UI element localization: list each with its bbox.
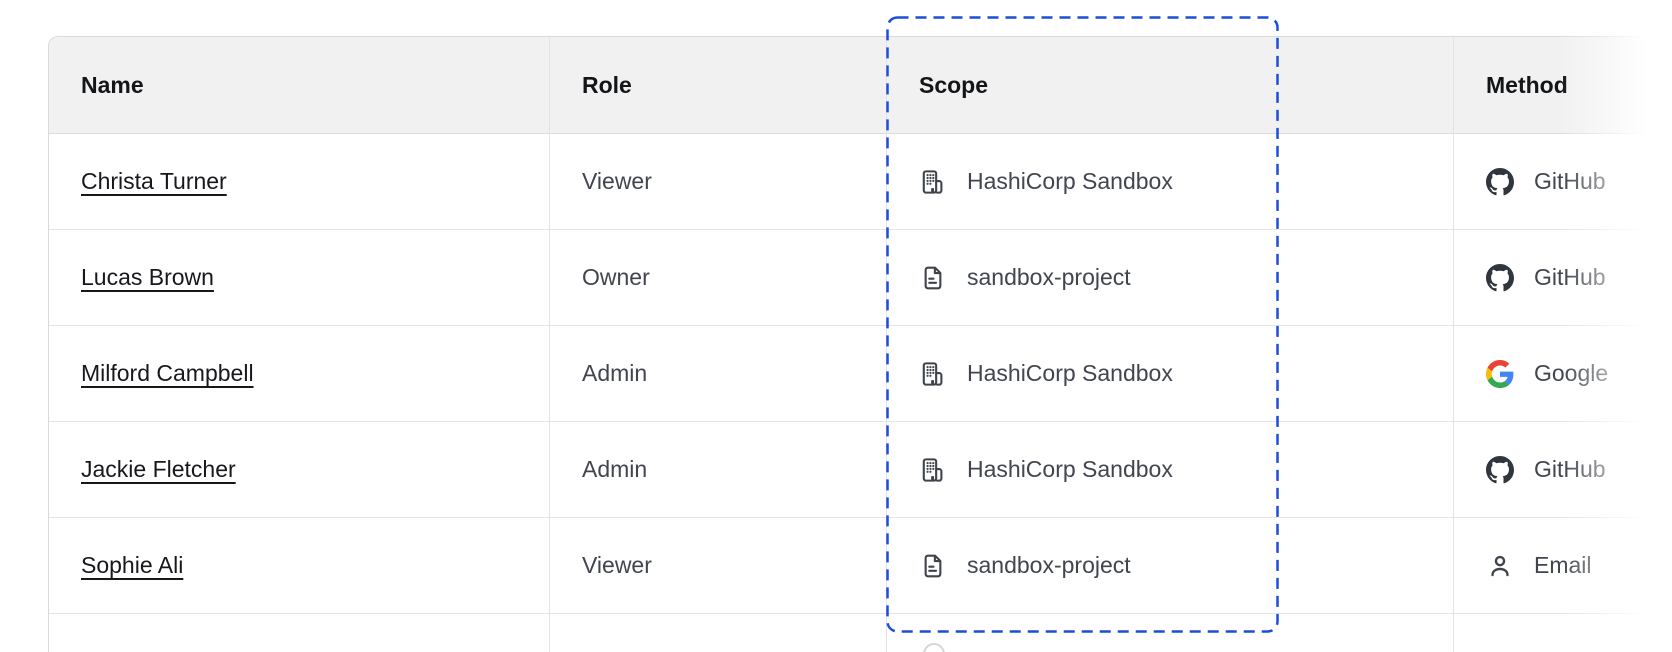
name-cell: Lucas Brown [49, 230, 550, 326]
name-cell: Jackie Fletcher [49, 422, 550, 518]
table-row: Jackie Fletcher Admin HashiCorp Sandbox [49, 422, 1672, 518]
role-cell: Admin [550, 422, 887, 518]
table-row: Milford Campbell Admin HashiCorp Sandbox [49, 326, 1672, 422]
member-name-link[interactable]: Milford Campbell [81, 360, 254, 386]
scope-cell: HashiCorp Sandbox [887, 134, 1454, 230]
scope-value: HashiCorp Sandbox [967, 456, 1173, 482]
org-icon [919, 360, 947, 388]
table-row: Christa Turner Viewer HashiCorp Sandbox [49, 134, 1672, 230]
method-value: Email [1534, 552, 1592, 578]
name-cell: Christa Turner [49, 134, 550, 230]
name-cell: Sophie Ali [49, 518, 550, 614]
column-header-scope-label: Scope [919, 71, 989, 98]
role-cell [550, 614, 887, 652]
scope-cell: HashiCorp Sandbox [887, 326, 1454, 422]
role-cell: Viewer [550, 518, 887, 614]
scope-value: sandbox-project [967, 552, 1131, 578]
method-cell: GitHub [1454, 230, 1672, 326]
name-cell: Milford Campbell [49, 326, 550, 422]
table-row: Sophie Ali Viewer sandbox-project Email [49, 518, 1672, 614]
member-name-link[interactable]: Jackie Fletcher [81, 456, 236, 482]
role-cell: Admin [550, 326, 887, 422]
scope-cell [887, 614, 1454, 652]
method-value: GitHub [1534, 264, 1606, 290]
role-value: Admin [582, 456, 648, 482]
method-cell: Google [1454, 326, 1672, 422]
table-row: Lucas Brown Owner sandbox-project GitHub [49, 230, 1672, 326]
method-cell: GitHub [1454, 422, 1672, 518]
role-cell: Viewer [550, 134, 887, 230]
role-cell: Owner [550, 230, 887, 326]
scope-cell: sandbox-project [887, 518, 1454, 614]
column-header-name: Name [49, 37, 550, 134]
member-name-link[interactable]: Christa Turner [81, 168, 227, 194]
org-icon [919, 168, 947, 196]
document-icon [919, 552, 947, 580]
role-value: Admin [582, 360, 648, 386]
github-icon [1486, 455, 1514, 484]
google-icon [1486, 359, 1514, 388]
scope-cell: HashiCorp Sandbox [887, 422, 1454, 518]
members-table: Name Role Scope Method Christa Turner Vi… [48, 36, 1672, 652]
column-header-role-label: Role [582, 71, 632, 98]
method-cell: Email [1454, 518, 1672, 614]
scope-value: HashiCorp Sandbox [967, 168, 1173, 194]
role-value: Viewer [582, 552, 652, 578]
table-header-row: Name Role Scope Method [49, 37, 1672, 134]
scope-cell: sandbox-project [887, 230, 1454, 326]
column-header-method-label: Method [1486, 71, 1568, 98]
method-value: GitHub [1534, 168, 1606, 194]
role-value: Owner [582, 264, 650, 290]
column-header-method: Method [1454, 37, 1672, 134]
column-header-role: Role [550, 37, 887, 134]
method-value: GitHub [1534, 456, 1606, 482]
role-value: Viewer [582, 168, 652, 194]
method-cell: GitHub [1454, 134, 1672, 230]
org-icon [919, 456, 947, 484]
method-cell [1454, 614, 1672, 652]
user-icon [1486, 552, 1514, 580]
scope-value: sandbox-project [967, 264, 1131, 290]
scope-value: HashiCorp Sandbox [967, 360, 1173, 386]
document-icon [919, 264, 947, 292]
partial-next-table-row [49, 614, 1672, 652]
member-name-link[interactable]: Lucas Brown [81, 264, 214, 290]
table-body: Christa Turner Viewer HashiCorp Sandbox [49, 134, 1672, 614]
method-value: Google [1534, 360, 1609, 386]
column-header-scope: Scope [887, 37, 1454, 134]
member-name-link[interactable]: Sophie Ali [81, 552, 184, 578]
github-icon [1486, 263, 1514, 292]
column-header-name-label: Name [81, 71, 144, 98]
name-cell [49, 614, 550, 652]
github-icon [1486, 167, 1514, 196]
